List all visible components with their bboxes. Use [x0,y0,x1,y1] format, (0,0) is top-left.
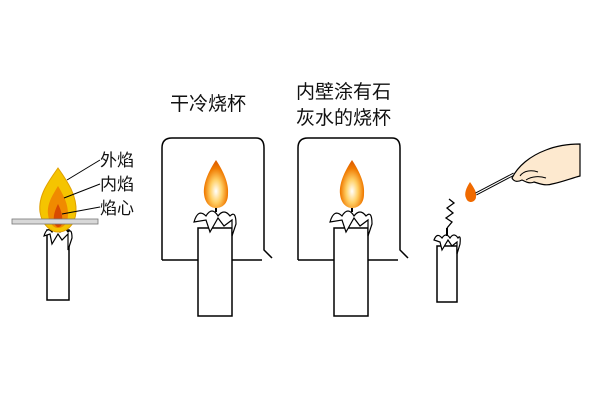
pointer-inner [63,183,101,199]
hand [511,143,581,186]
hand-fingers [519,170,547,181]
horizontal-card [11,218,99,225]
candle-flame-structure [11,159,101,301]
limewater-beaker-setup [297,137,409,317]
candle-2-flame [203,160,229,208]
candle-body [46,229,70,301]
candle-3-body [333,227,369,317]
pointer-core [61,206,101,215]
relight-candle-setup [433,143,581,303]
white-smoke [444,198,456,229]
label-inner-flame: 内焰 [100,175,134,195]
label-limewater-line2: 灰水的烧杯 [296,107,392,129]
candle-4-body [436,245,458,303]
pointer-outer [66,159,101,181]
candle-3-flame [339,160,365,208]
label-outer-flame: 外焰 [100,151,134,171]
candle-3-wax-top [329,210,373,237]
beaker-2 [297,137,409,260]
candle-4-wax-top [433,234,461,255]
label-flame-core: 焰心 [100,199,134,219]
candle-2-body [197,227,233,317]
beaker-1 [161,137,273,260]
candle-2-wax-top [193,210,237,237]
label-limewater-line1: 内壁涂有石 [296,81,392,103]
label-dry-cold-beaker: 干冷烧杯 [170,93,247,115]
match-flame [465,182,477,202]
dry-cold-beaker-setup [161,137,273,317]
